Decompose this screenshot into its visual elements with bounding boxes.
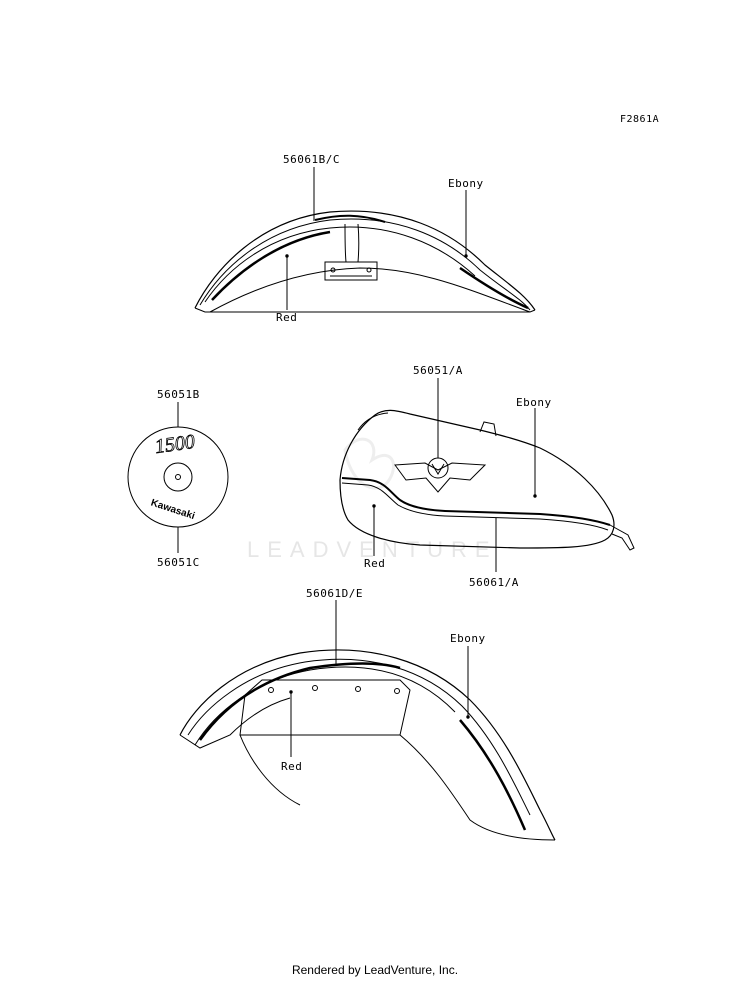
callout-front-fender-ebony: Ebony [448, 177, 484, 190]
callout-tank-ebony: Ebony [516, 396, 552, 409]
callout-tank-emblem-part: 56051/A [413, 364, 463, 377]
rear-fender [179, 600, 556, 841]
watermark: LEADVENTURE [247, 537, 498, 562]
emblem-disc: 1500 Kawasaki [127, 402, 229, 553]
callout-tank-stripe-part: 56061/A [469, 576, 519, 589]
callout-front-fender-red: Red [276, 311, 298, 324]
callout-rear-fender-red: Red [281, 760, 303, 773]
front-fender [194, 167, 536, 313]
callout-rear-fender-part: 56061D/E [306, 587, 363, 600]
callout-emblem-top-part: 56051B [157, 388, 200, 401]
callout-rear-fender-ebony: Ebony [450, 632, 486, 645]
emblem-brand-text: Kawasaki [149, 498, 196, 523]
callout-emblem-bottom-part: 56051C [157, 556, 200, 569]
fuel-tank [339, 378, 635, 572]
footer-credit: Rendered by LeadVenture, Inc. [291, 963, 459, 977]
callout-front-fender-part: 56061B/C [283, 153, 340, 166]
figure-id: F2861A [620, 114, 660, 125]
callout-tank-red: Red [364, 557, 386, 570]
emblem-number-text: 1500 [154, 431, 197, 458]
watermark-logo [343, 437, 395, 490]
